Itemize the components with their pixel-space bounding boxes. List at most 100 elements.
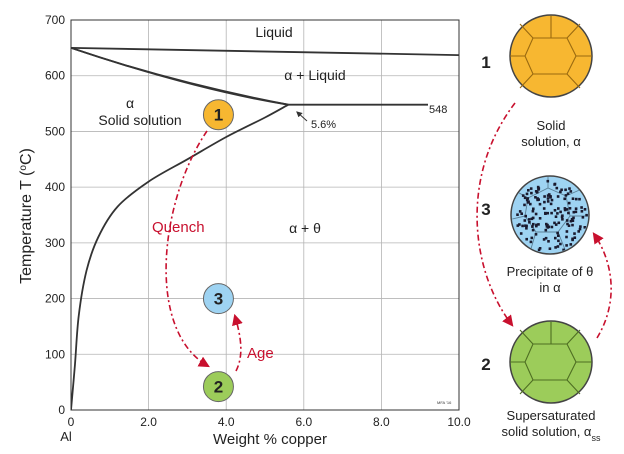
precipitate-dot (571, 219, 575, 222)
precipitate-dot (537, 248, 541, 252)
precipitate-dot (519, 232, 523, 235)
microstructure-panel: 1 Solid solution, α 3 Precipitate of θ i… (476, 14, 612, 443)
precipitate-dot (561, 218, 564, 221)
step-markers: 1 3 2 (202, 99, 234, 403)
precipitate-dot (563, 207, 567, 210)
precipitate-dot (530, 191, 533, 195)
eutectic-composition-label: 5.6% (311, 119, 336, 131)
precipitate-dot (585, 213, 588, 217)
y-tick-label: 400 (45, 180, 65, 194)
precipitate-dot (566, 192, 570, 195)
precipitate-dot (516, 213, 519, 216)
plot-frame (70, 19, 460, 411)
precipitate-dot (554, 236, 557, 240)
stage1-caption-line2: solution, α (521, 134, 581, 149)
precipitate-dot (557, 239, 560, 243)
x-tick-label: 4.0 (218, 415, 235, 429)
region-label-alpha-liquid: α + Liquid (284, 67, 345, 83)
stage2-number: 2 (481, 355, 490, 374)
precipitate-dot (555, 186, 559, 190)
precipitate-dot (538, 202, 542, 206)
precipitate-dot (534, 196, 537, 199)
eutectic-temperature-label: 548 (429, 104, 447, 116)
precipitate-dot (554, 246, 557, 249)
step-marker-2: 2 (202, 371, 234, 403)
precipitate-dot (583, 226, 587, 229)
upper-liquidus-line (71, 47, 289, 106)
precipitate-dot (557, 207, 560, 210)
precipitate-dot (557, 234, 560, 237)
precipitate-dot (516, 224, 520, 227)
precipitate-dot (578, 227, 582, 231)
age-arrow (232, 313, 243, 372)
precipitate-dot (536, 198, 539, 202)
precipitate-dot (557, 221, 561, 225)
stage1-caption-line1: Solid (537, 118, 566, 133)
precipitate-dot (537, 188, 540, 191)
precipitate-dot (554, 223, 558, 226)
eutectic-pointer-arrow (296, 111, 308, 122)
precipitate-dot (535, 223, 538, 227)
precipitate-dot (573, 236, 577, 239)
precipitate-dot (528, 221, 531, 224)
stage1-number: 1 (481, 53, 490, 72)
precipitate-dot (581, 216, 585, 219)
precipitate-dot (560, 188, 563, 192)
precipitate-dot (534, 212, 538, 216)
quench-label: Quench (152, 219, 205, 236)
precipitate-dot (531, 228, 535, 232)
precipitate-dot (565, 219, 569, 222)
y-axis-label-end: C) (18, 148, 35, 165)
precipitate-dot (556, 245, 560, 248)
precipitate-dot (565, 235, 568, 239)
precipitate-dot (527, 218, 531, 221)
precipitate-dot (531, 225, 534, 228)
x-tick-label: 10.0 (447, 415, 471, 429)
precipitate-dot (564, 194, 568, 197)
precipitate-dot (526, 201, 530, 204)
precipitate-dot (583, 208, 587, 211)
y-axis-label-superscript: o (18, 165, 29, 171)
precipitate-dot (568, 207, 572, 210)
precipitate-dot (559, 210, 562, 214)
y-tick-label: 100 (45, 347, 65, 361)
precipitate-dot (577, 230, 580, 233)
panel-age-arrow (592, 232, 612, 339)
precipitate-dot (549, 202, 553, 206)
precipitate-dot (548, 247, 552, 250)
precipitate-dot (572, 210, 576, 214)
precipitate-dot (574, 207, 578, 210)
liquidus-line (71, 47, 459, 56)
precipitate-dot (560, 215, 564, 219)
stage2-grain-circle (509, 320, 593, 404)
precipitate-dot (527, 189, 530, 192)
precipitate-dot (580, 210, 584, 213)
precipitate-dot (550, 225, 554, 229)
precipitate-dot (566, 222, 569, 226)
y-tick-label: 600 (45, 69, 65, 83)
precipitate-dot (544, 228, 548, 232)
precipitate-dot (543, 200, 546, 204)
precipitate-dot (526, 197, 530, 200)
precipitate-dot (546, 197, 550, 200)
stage3-caption-line1: Precipitate of θ (507, 264, 594, 279)
step-marker-number: 1 (214, 106, 223, 125)
stage2-caption-main: solid solution, α (502, 424, 592, 439)
precipitate-dot (546, 223, 549, 227)
precipitate-dot (532, 207, 535, 211)
precipitate-dot (530, 217, 534, 221)
stage3-caption-line2: in α (539, 280, 561, 295)
precipitate-dot (534, 233, 538, 236)
precipitate-dot (575, 197, 578, 201)
precipitate-dot (529, 240, 533, 244)
precipitate-dot (550, 211, 553, 215)
region-label-alpha-theta: α + θ (289, 220, 321, 236)
precipitate-dot (559, 190, 562, 194)
precipitate-dot (538, 217, 542, 220)
precipitate-dot (553, 182, 557, 186)
precipitate-dot (536, 185, 540, 189)
step-marker-3: 3 (202, 283, 234, 315)
precipitate-dot (523, 203, 526, 207)
